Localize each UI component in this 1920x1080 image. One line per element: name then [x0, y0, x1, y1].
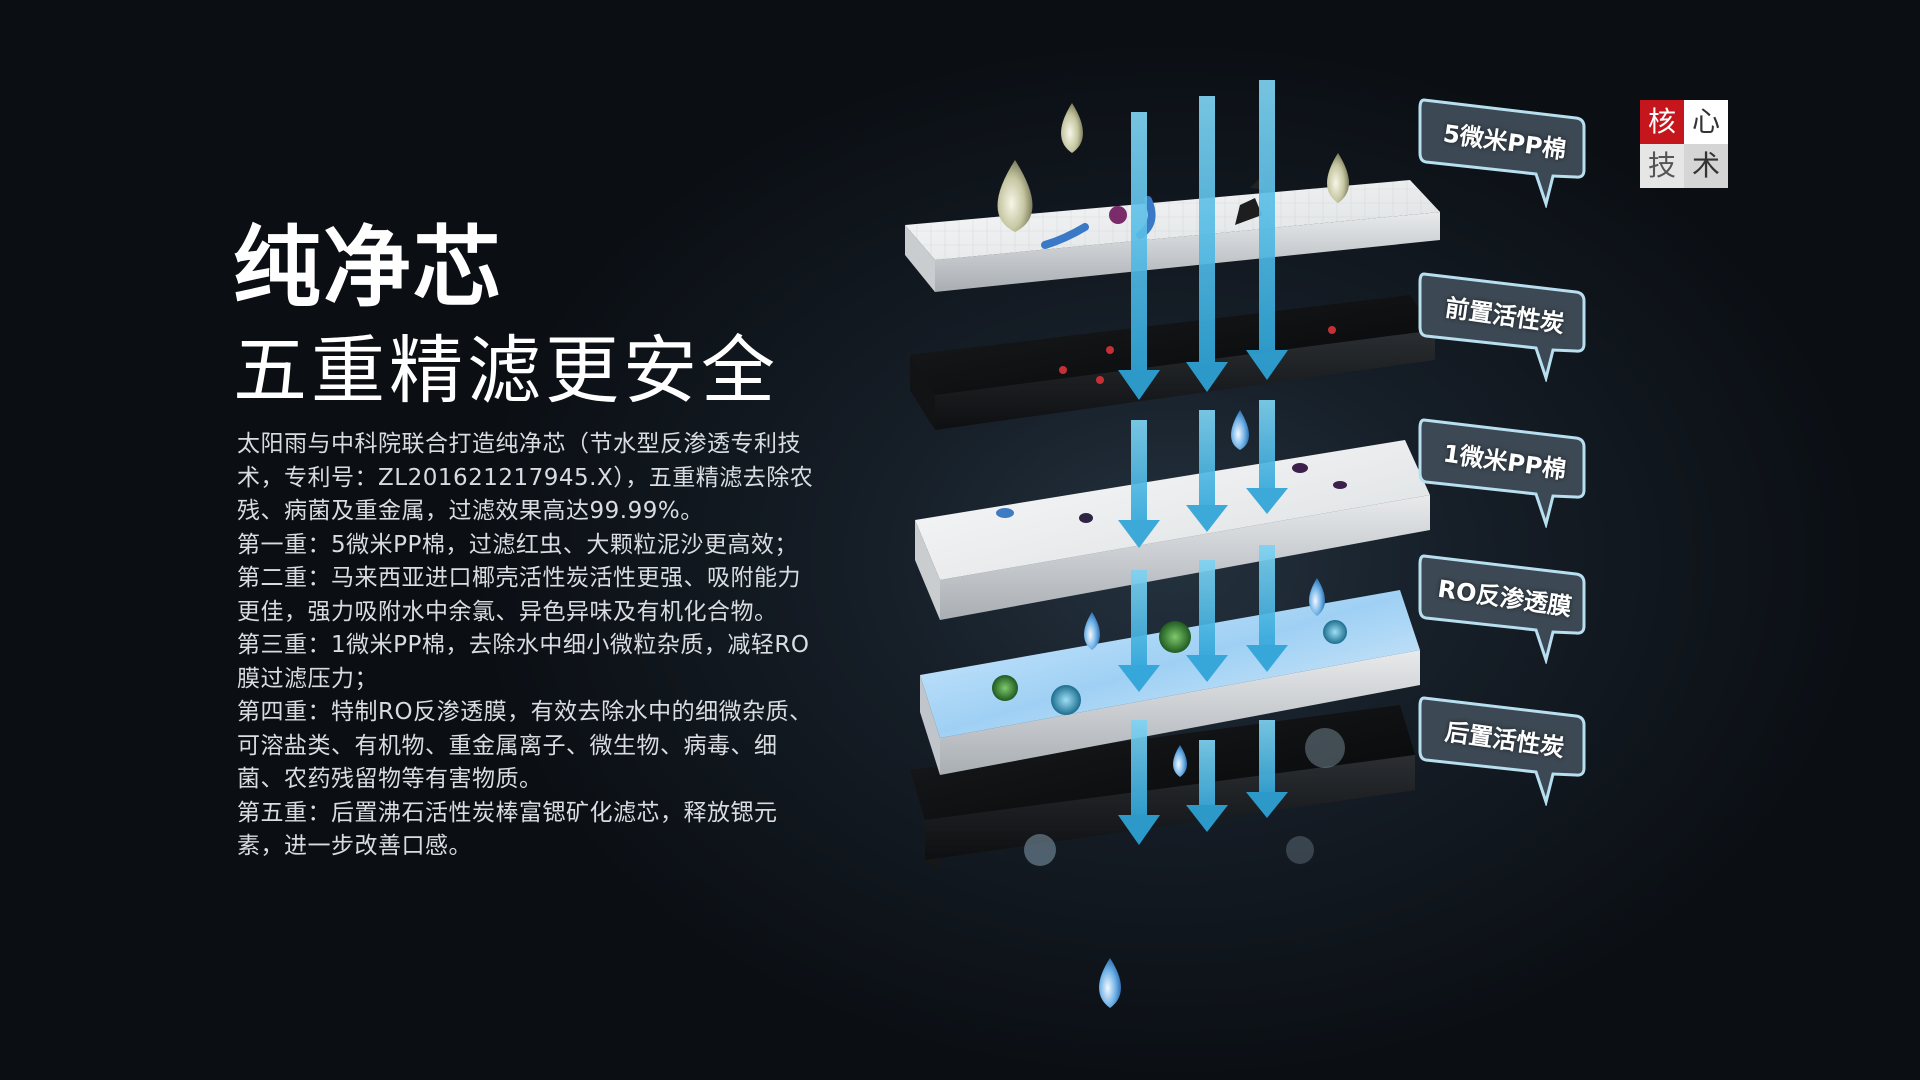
- callout-bubble-shape: [1418, 418, 1586, 528]
- description-line: 素，进一步改善口感。: [237, 833, 472, 859]
- callout-layer-3: 1微米PP棉: [1418, 416, 1588, 528]
- layer-5-rear-carbon: [910, 705, 1415, 872]
- description-line: 残、病菌及重金属，过滤效果高达99.99%。: [237, 498, 704, 524]
- description-line: 第一重：5微米PP棉，过滤红虫、大颗粒泥沙更高效；: [237, 531, 798, 558]
- description-line: 第二重：马来西亚进口椰壳活性炭活性更强、吸附能力: [237, 565, 801, 591]
- description-line: 菌、农药残留物等有害物质。: [237, 766, 543, 792]
- description-block: 太阳雨与中科院联合打造纯净芯（节水型反渗透专利技 术，专利号：ZL2016212…: [237, 428, 867, 864]
- badge-char: 心: [1684, 100, 1728, 144]
- badge-char: 核: [1640, 100, 1684, 144]
- page-title: 纯净芯: [233, 216, 504, 319]
- description-line: 第四重：特制RO反渗透膜，有效去除水中的细微杂质、: [237, 699, 813, 725]
- description-line: 更佳，强力吸附水中余氯、异色异味及有机化合物。: [237, 598, 778, 625]
- layer-3-pp-1um: [915, 440, 1430, 620]
- layer-1-pp-5um: [905, 176, 1440, 292]
- callout-layer-5: 后置活性炭: [1418, 694, 1588, 806]
- callout-bubble-shape: [1418, 272, 1586, 382]
- badge-char: 技: [1640, 144, 1684, 188]
- callout-layer-4: RO反渗透膜: [1418, 552, 1588, 664]
- description-line: 可溶盐类、有机物、重金属离子、微生物、病毒、细: [237, 732, 778, 759]
- description-line: 第三重：1微米PP棉，去除水中细小微粒杂质，减轻RO: [237, 632, 810, 658]
- page-subtitle: 五重精滤更安全: [233, 328, 779, 414]
- badge-char: 术: [1684, 144, 1728, 188]
- callout-bubble-shape: [1418, 554, 1586, 664]
- description-line: 膜过滤压力；: [237, 665, 378, 692]
- layer-2-pre-carbon: [910, 295, 1435, 430]
- description-line: 太阳雨与中科院联合打造纯净芯（节水型反渗透专利技: [237, 431, 801, 457]
- water-drops: [997, 103, 1349, 1008]
- callout-layer-1: 5微米PP棉: [1418, 96, 1588, 208]
- description-line: 术，专利号：ZL201621217945.X），五重精滤去除农: [237, 464, 814, 491]
- core-tech-badge: 核 心 技 术: [1640, 100, 1728, 188]
- callout-layer-2: 前置活性炭: [1418, 270, 1588, 382]
- callout-bubble-shape: [1418, 696, 1586, 806]
- flow-arrows: [1118, 80, 1288, 845]
- layer-4-ro-membrane: [920, 590, 1420, 775]
- callout-bubble-shape: [1418, 98, 1586, 208]
- description-line: 第五重：后置沸石活性炭棒富锶矿化滤芯，释放锶元: [237, 799, 778, 826]
